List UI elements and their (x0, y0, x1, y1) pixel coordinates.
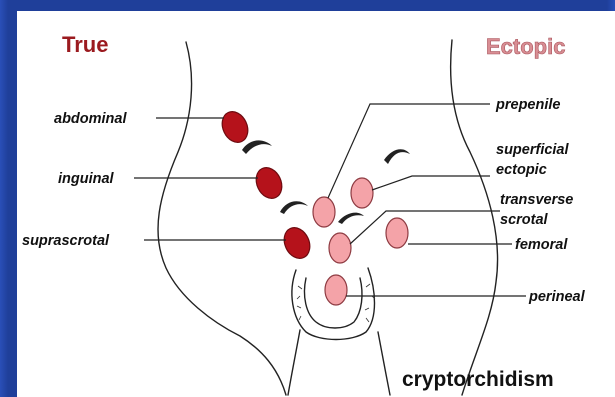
inguinal-testis (251, 163, 286, 202)
label-transverse: transverse (500, 192, 573, 208)
prepenile-leader (328, 104, 490, 198)
label-perineal: perineal (528, 289, 586, 305)
label-abdominal: abdominal (54, 111, 127, 127)
label-scrotal: scrotal (500, 212, 549, 228)
true-header: True (62, 32, 108, 57)
abdominal-testis (217, 107, 252, 146)
left-body-contour (158, 42, 286, 395)
transverse-scrotal-testis (329, 233, 351, 263)
caption-cryptorchidism: cryptorchidism (402, 368, 554, 391)
right-lower-ring-icon (338, 213, 364, 224)
left-thigh-line (288, 330, 300, 395)
label-ectopic: ectopic (496, 162, 547, 178)
femoral-testis (386, 218, 408, 248)
right-upper-ring-icon (384, 149, 410, 164)
suprascrotal-testis (279, 223, 314, 262)
label-suprascrotal: suprascrotal (22, 233, 110, 249)
ectopic-header: Ectopic (486, 34, 565, 59)
label-inguinal: inguinal (58, 171, 115, 187)
right-thigh-line (378, 332, 390, 395)
superficial-leader (372, 176, 490, 190)
superficial-ectopic-testis (351, 178, 373, 208)
right-body-contour (451, 40, 498, 395)
left-lower-ring-icon (280, 201, 308, 214)
transverse-leader (350, 211, 500, 244)
label-superficial: superficial (496, 142, 569, 158)
perineal-testis (325, 275, 347, 305)
label-prepenile: prepenile (495, 97, 560, 113)
left-upper-ring-icon (242, 140, 272, 154)
label-femoral: femoral (515, 237, 568, 253)
prepenile-testis (313, 197, 335, 227)
